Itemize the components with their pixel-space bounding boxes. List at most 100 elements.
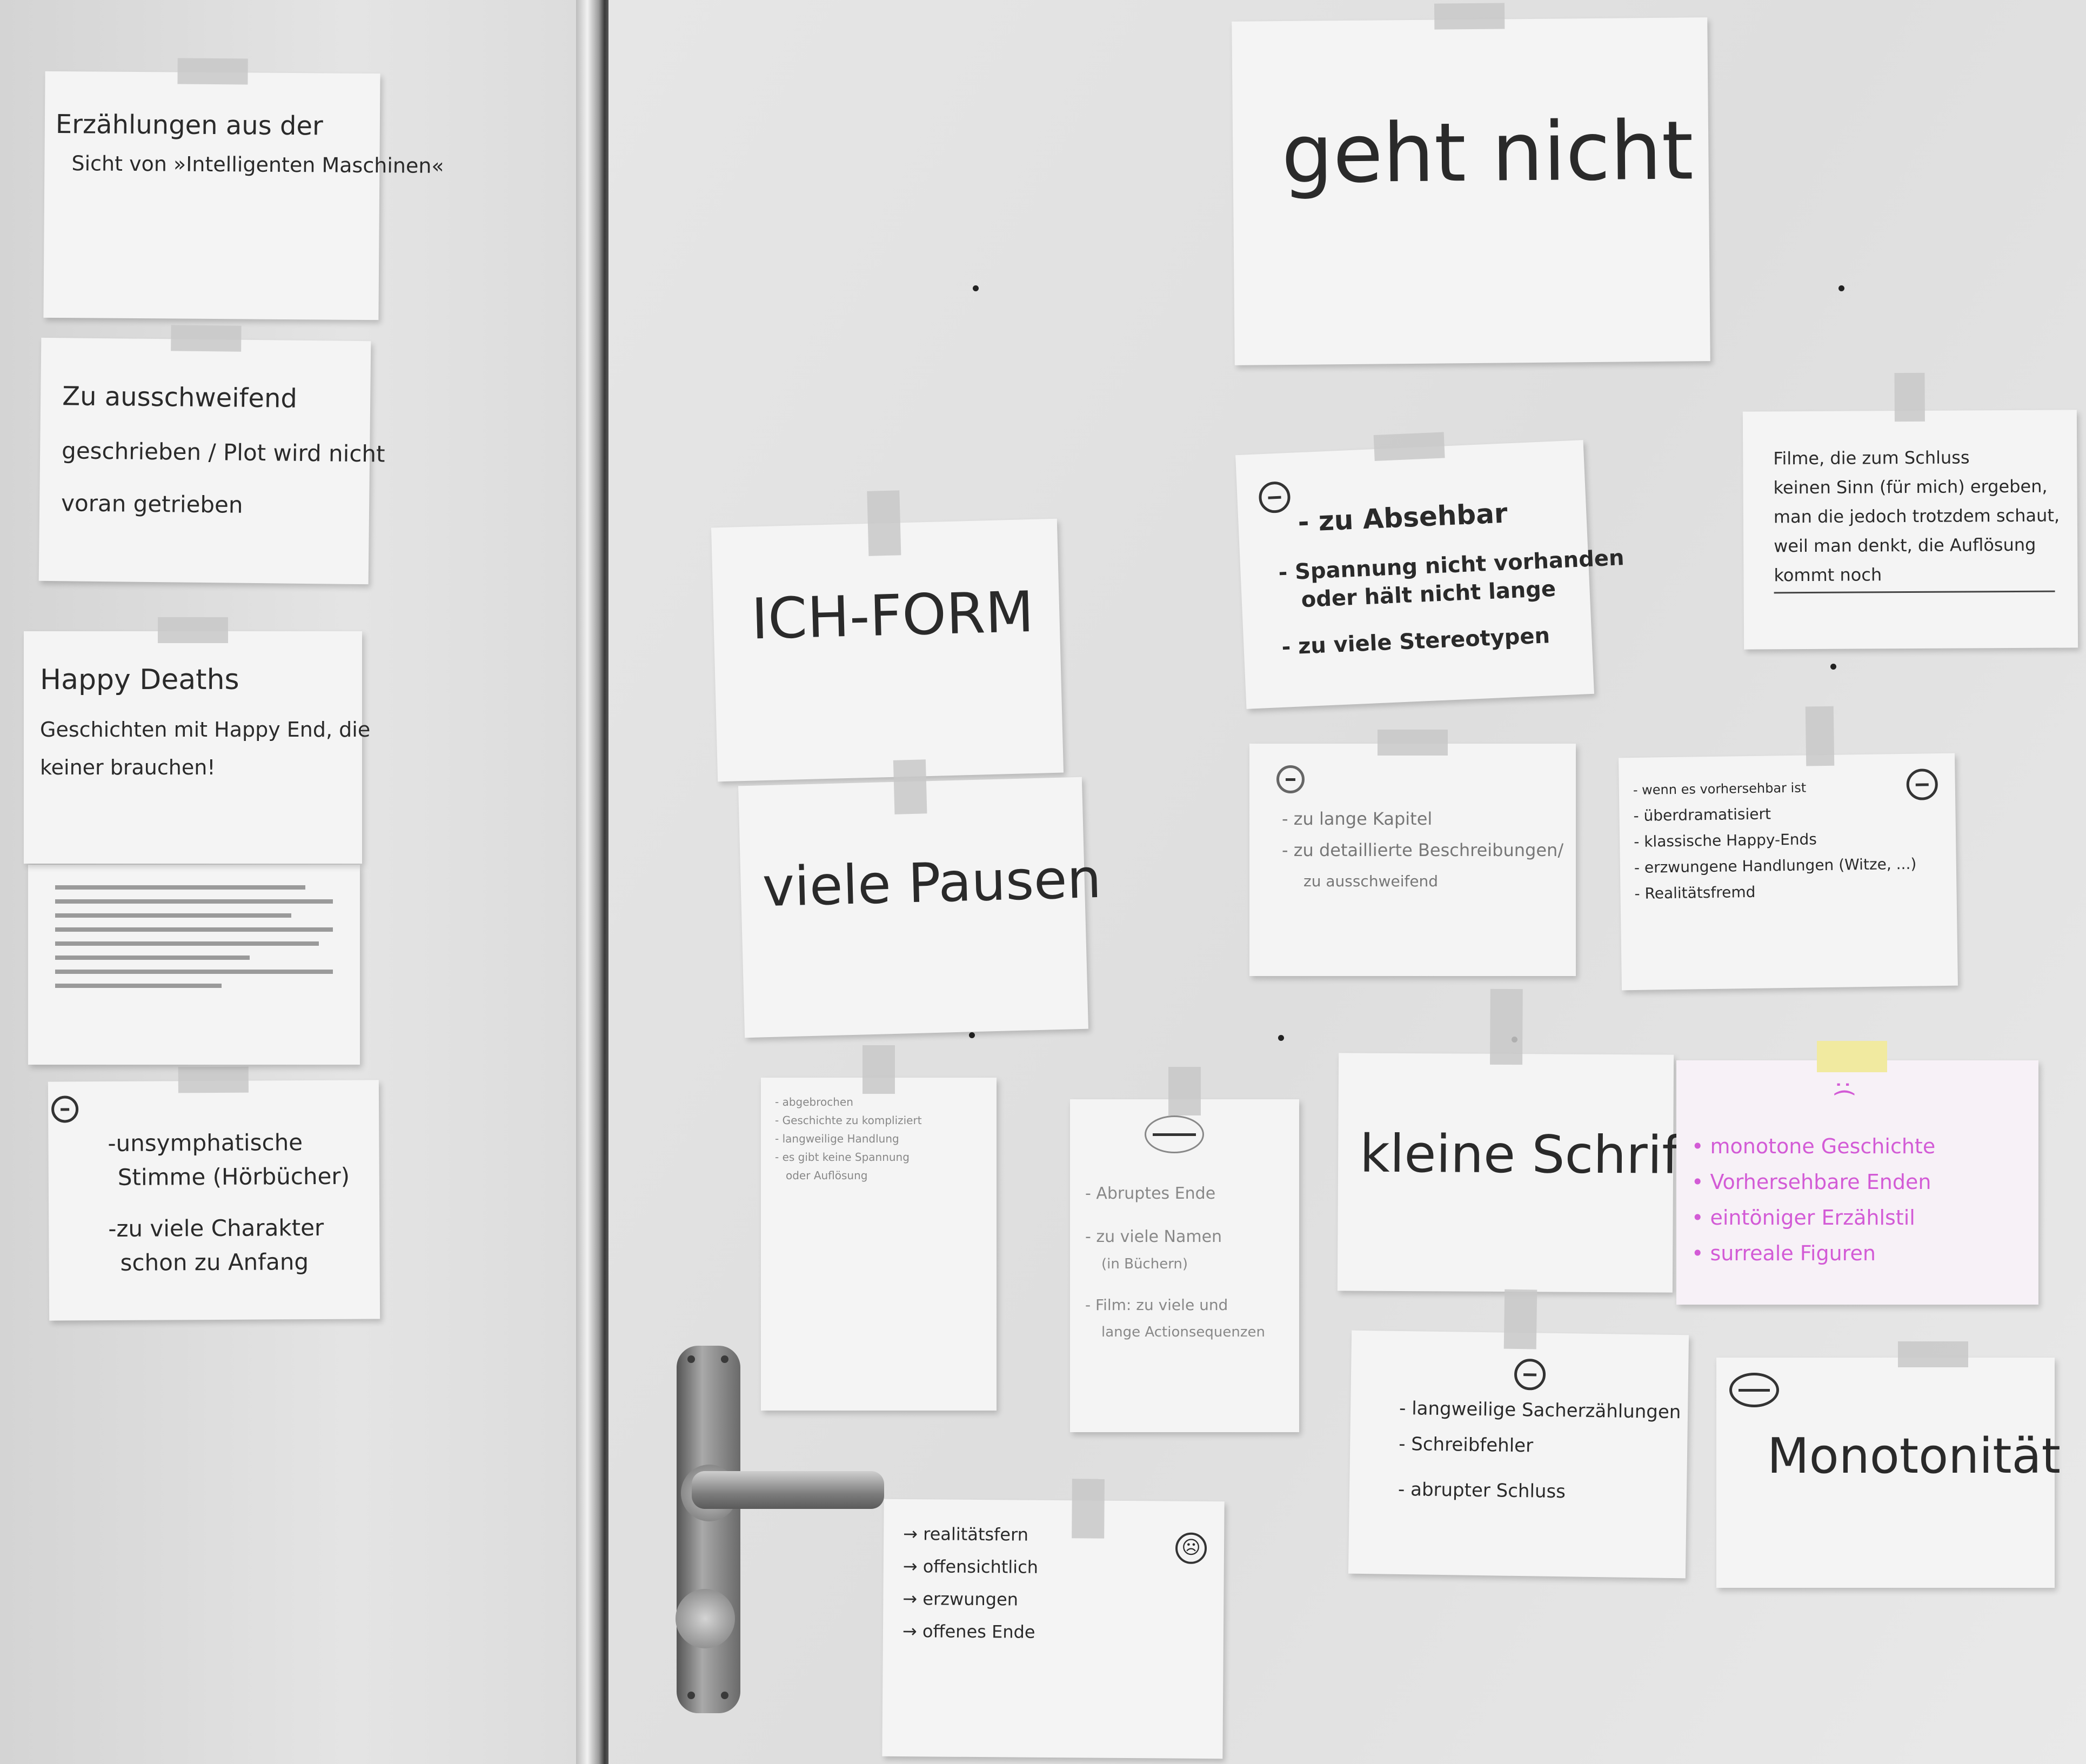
note-abruptes-ende: - Abruptes Ende - zu viele Namen (in Büc…	[1070, 1067, 1299, 1432]
door-lock-cylinder[interactable]	[676, 1589, 735, 1648]
note-heading: Monotonität	[1767, 1428, 2061, 1485]
note-unsymphatische: -unsymphatische Stimme (Hörbücher) -zu v…	[48, 1066, 380, 1321]
pin-dot	[1278, 1035, 1284, 1041]
note-ausschweifend: Zu ausschweifend geschrieben / Plot wird…	[38, 325, 385, 585]
note-line: man die jedoch trotzdem schaut,	[1773, 505, 2060, 527]
note-langweilige: - langweilige Sacherzählungen - Schreibf…	[1348, 1289, 1689, 1579]
printed-sheet	[28, 865, 360, 1065]
note-line: - zu detaillierte Beschreibungen/	[1282, 840, 1564, 860]
minus-icon	[1514, 1358, 1546, 1391]
tape	[1373, 432, 1445, 462]
note-monotonitaet: Monotonität	[1716, 1341, 2061, 1588]
note-line: - klassische Happy-Ends	[1633, 830, 1817, 851]
frown-face: :(	[1831, 1080, 1858, 1098]
note-line: → offensichtlich	[902, 1556, 1039, 1578]
note-absehbar: - zu Absehbar - Spannung nicht vorhanden…	[1235, 432, 1624, 709]
minus-icon	[1729, 1373, 1779, 1407]
note-line: → offenes Ende	[902, 1621, 1035, 1642]
note-line: keiner brauchen!	[40, 756, 216, 779]
note-ich-form: ICH-FORM	[711, 490, 1064, 782]
note-heading: ICH-FORM	[750, 578, 1035, 652]
note-line: - abrupter Schluss	[1398, 1478, 1566, 1503]
note-kapitel: - zu lange Kapitel - zu detaillierte Bes…	[1249, 730, 1576, 976]
note-erzaehlungen: Erzählungen aus der Sicht von »Intellige…	[43, 58, 444, 320]
tape	[1378, 730, 1448, 756]
note-line: Zu ausschweifend	[62, 381, 298, 414]
tape	[1490, 988, 1523, 1065]
tape	[1072, 1479, 1105, 1539]
note-line: - wenn es vorhersehbar ist	[1633, 780, 1807, 798]
note-line: voran getrieben	[61, 490, 243, 518]
note-line: Sicht von »Intelligenten Maschinen«	[71, 151, 444, 178]
note-happy-deaths: Happy Deaths Geschichten mit Happy End, …	[24, 617, 371, 864]
pin-dot	[1838, 285, 1844, 291]
screw	[687, 1355, 695, 1363]
note-line: - zu viele Namen	[1085, 1227, 1222, 1246]
note-line: oder Auflösung	[786, 1169, 868, 1182]
note-line: -unsymphatische	[108, 1129, 303, 1157]
note-line: - überdramatisiert	[1633, 805, 1771, 825]
tape	[1503, 1289, 1537, 1349]
tape	[158, 617, 228, 643]
note-line: - es gibt keine Spannung	[775, 1151, 910, 1164]
note-line: → erzwungen	[902, 1588, 1019, 1610]
note-line: weil man denkt, die Auflösung	[1774, 534, 2036, 557]
minus-icon	[51, 1095, 79, 1123]
tape	[1168, 1067, 1201, 1115]
note-line: Erzählungen aus der	[55, 109, 323, 142]
note-line: keinen Sinn (für mich) ergeben,	[1773, 476, 2048, 498]
screw	[721, 1355, 728, 1363]
tape	[867, 490, 901, 556]
note-realitaetsfern: ☹ → realitätsfern → offensichtlich → erz…	[882, 1479, 1225, 1759]
note-abgebrochen: - abgebrochen - Geschichte zu komplizier…	[761, 1045, 997, 1411]
tape	[1434, 3, 1505, 30]
note-viele-pausen: viele Pausen	[738, 759, 1102, 1038]
note-line: lange Actionsequenzen	[1101, 1324, 1265, 1340]
note-heading: geht nicht	[1281, 104, 1694, 202]
tape	[1805, 706, 1835, 766]
note-line: - erzwungene Handlungen (Witze, ...)	[1634, 854, 1917, 877]
note-vorhersehbar: - wenn es vorhersehbar ist - überdramati…	[1619, 706, 1958, 991]
note-line: -zu viele Charakter	[108, 1214, 324, 1242]
note-line: • monotone Geschichte	[1691, 1134, 1936, 1158]
note-line: Happy Deaths	[40, 664, 239, 696]
note-line: Geschichten mit Happy End, die	[40, 718, 371, 741]
note-monotone: :( • monotone Geschichte • Vorhersehbare…	[1676, 1041, 2038, 1305]
note-line: Filme, die zum Schluss	[1773, 447, 1970, 469]
tape	[1897, 1341, 1968, 1367]
note-geht-nicht: geht nicht	[1232, 3, 1710, 365]
note-heading: viele Pausen	[761, 846, 1102, 919]
tape	[893, 759, 927, 814]
note-line: - Abruptes Ende	[1085, 1184, 1216, 1203]
door-handle[interactable]	[692, 1471, 884, 1509]
note-line: - zu viele Stereotypen	[1281, 623, 1550, 660]
note-line: • surreale Figuren	[1691, 1241, 1876, 1265]
pin-dot	[973, 285, 979, 291]
note-line: geschrieben / Plot wird nicht	[61, 437, 385, 467]
note-line: - Realitätsfremd	[1634, 883, 1756, 903]
pin-dot	[1830, 664, 1836, 670]
tape-yellow	[1817, 1041, 1887, 1072]
note-line: - Schreibfehler	[1398, 1433, 1534, 1457]
note-line: Stimme (Hörbücher)	[117, 1162, 350, 1191]
note-line: • eintöniger Erzählstil	[1691, 1206, 1915, 1230]
note-line: schon zu Anfang	[120, 1248, 309, 1276]
note-line: - Film: zu viele und	[1085, 1296, 1228, 1314]
tape	[177, 58, 248, 85]
note-line: - Geschichte zu kompliziert	[775, 1114, 922, 1127]
note-line: (in Büchern)	[1101, 1256, 1188, 1272]
note-line: - abgebrochen	[775, 1095, 853, 1108]
note-line: kommt noch	[1774, 564, 1882, 586]
note-line: - langweilige Sacherzählungen	[1399, 1397, 1681, 1424]
note-line: - zu Absehbar	[1297, 497, 1508, 538]
divider-line	[1774, 590, 2055, 594]
note-line: - langweilige Handlung	[775, 1132, 899, 1145]
pin-dot	[969, 1032, 975, 1038]
minus-icon	[1276, 765, 1305, 793]
screw	[721, 1692, 728, 1699]
note-line: zu ausschweifend	[1303, 872, 1439, 890]
note-filme: Filme, die zum Schluss keinen Sinn (für …	[1742, 372, 2078, 650]
minus-icon	[1145, 1115, 1204, 1153]
door-handle-plate	[677, 1346, 740, 1713]
tape	[863, 1045, 895, 1094]
